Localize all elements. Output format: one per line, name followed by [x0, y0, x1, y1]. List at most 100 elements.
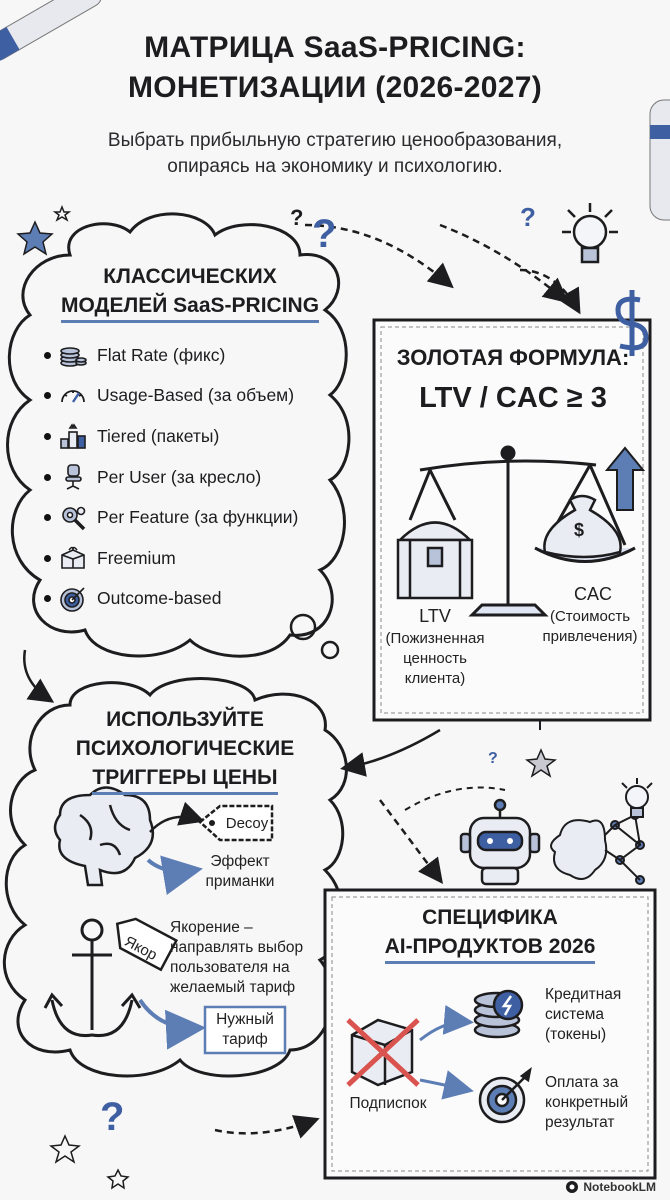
bullet: [44, 473, 51, 481]
page-title: МАТРИЦА SaaS-PRICING: МОНЕТИЗАЦИИ (2026-…: [40, 28, 630, 108]
triggers-heading: ИСПОЛЬЗУЙТЕ ПСИХОЛОГИЧЕСКИЕ ТРИГГЕРЫ ЦЕН…: [45, 705, 325, 795]
pricing-model-label: Tiered (пакеты): [97, 425, 220, 446]
credit-line-2: система: [545, 1006, 604, 1023]
question-mark-icon: ?: [290, 205, 304, 230]
models-heading: КЛАССИЧЕСКИХ МОДЕЛЕЙ SaaS-PRICING: [45, 262, 335, 323]
decoy-tag-label: Decoy: [225, 814, 269, 832]
pricing-model-label: Freemium: [97, 547, 176, 568]
bullet: [44, 554, 51, 562]
decoy-caption-line-1: Эффект: [210, 853, 270, 870]
bullet: [44, 432, 51, 440]
formula-equation: LTV / CAC ≥ 3: [419, 382, 607, 414]
formula-heading: ЗОЛОТАЯ ФОРМУЛА:: [396, 345, 630, 370]
speedometer-icon: [61, 390, 85, 403]
star-icon: [52, 204, 72, 222]
question-mark-icon: ?: [520, 202, 536, 232]
list-item: Freemium: [44, 538, 344, 579]
decoy-caption-line-2: приманки: [205, 873, 275, 890]
podium-tiers-icon: [60, 423, 86, 450]
ltv-desc-line-3: клиента): [404, 670, 466, 687]
star-icon: [49, 1134, 81, 1164]
ltv-desc-line-2: ценность: [403, 650, 467, 667]
cac-desc-line-2: привлечения): [542, 628, 638, 645]
bullet: [44, 514, 51, 522]
subtitle-line-2: опираясь на экономику и психологию.: [167, 156, 503, 177]
list-item: Outcome-based: [44, 579, 344, 620]
crossed-subscription-box: [346, 1018, 420, 1087]
models-heading-line-2: МОДЕЛЕЙ SaaS-PRICING: [60, 294, 320, 323]
result-target-icon: [478, 1067, 532, 1124]
ai-heading: СПЕЦИФИКА AI-ПРОДУКТОВ 2026: [335, 903, 645, 964]
result-line-1: Оплата за: [545, 1074, 619, 1091]
marker-pen-right: [649, 99, 670, 221]
outcome-payment-label: Оплата за конкретный результат: [545, 1073, 647, 1133]
title-line-2: МОНЕТИЗАЦИИ (2026-2027): [127, 71, 543, 104]
pricing-models-list: Flat Rate (фикс) Usage-Based (за объем) …: [44, 335, 344, 619]
list-item: Flat Rate (фикс): [44, 335, 344, 376]
target-plan-line-1: Нужный: [216, 1011, 274, 1028]
gift-box-icon: [61, 546, 85, 570]
credit-system-label: Кредитная система (токены): [545, 985, 645, 1045]
list-item: Tiered (пакеты): [44, 416, 344, 457]
brand-badge: NotebookLM: [565, 1180, 656, 1194]
subtitle-line-1: Выбрать прибыльную стратегию ценообразов…: [107, 130, 563, 151]
ltv-label: LTV: [419, 606, 451, 626]
question-mark-icon: ?: [312, 212, 337, 256]
credit-line-3: (токены): [545, 1026, 607, 1043]
list-item: Usage-Based (за объем): [44, 376, 344, 417]
pricing-model-label: Outcome-based: [97, 588, 222, 609]
star-icon: [16, 220, 54, 256]
triggers-heading-line-1: ИСПОЛЬЗУЙТЕ: [106, 708, 264, 731]
anchor-illustration: [43, 918, 142, 1038]
office-chair-icon: [65, 464, 82, 490]
treasure-chest-illustration: [396, 521, 474, 600]
bullet: [44, 351, 51, 359]
cac-desc-line-1: (Стоимость: [549, 608, 631, 625]
credit-line-1: Кредитная: [545, 986, 622, 1003]
brand-name: NotebookLM: [583, 1180, 656, 1194]
list-item: Per User (за кресло): [44, 457, 344, 498]
pricing-model-label: Per User (за кресло): [97, 466, 262, 487]
result-line-2: конкретный: [545, 1094, 629, 1111]
decoy-tag-shape: [198, 804, 274, 842]
cac-label: CAC: [573, 584, 612, 604]
anchor-tag-shape: [115, 917, 179, 972]
page-subtitle: Выбрать прибыльную стратегию ценообразов…: [60, 128, 610, 180]
question-mark-icon: ?: [488, 750, 498, 767]
dollar-sign-icon: [615, 290, 649, 356]
target-icon: [60, 587, 85, 612]
target-plan-box: [203, 1005, 287, 1055]
ai-heading-line-1: СПЕЦИФИКА: [422, 906, 558, 929]
triggers-heading-line-2: ПСИХОЛОГИЧЕСКИЕ: [75, 737, 295, 760]
lightbulb-icon: [562, 203, 618, 264]
ai-heading-line-2: AI-ПРОДУКТОВ 2026: [384, 935, 596, 964]
triggers-heading-line-3: ТРИГГЕРЫ ЦЕНЫ: [92, 766, 278, 795]
gear-wrench-icon: [62, 506, 86, 530]
anchor-text-line-2: направлять выбор: [170, 939, 304, 956]
list-item: Per Feature (за функции): [44, 497, 344, 538]
token-coins-icon: [473, 989, 524, 1039]
brain-illustration: [53, 786, 155, 887]
question-mark-icon: ?: [100, 1095, 125, 1139]
money-bag-illustration: [543, 494, 622, 559]
anchor-text-line-3: пользователя на: [170, 959, 290, 976]
target-plan-line-2: тариф: [222, 1031, 268, 1048]
lightbulb-icon: [621, 778, 653, 818]
marker-pen-top-left: [0, 0, 103, 65]
subscription-label: Подписпок: [349, 1095, 427, 1112]
pricing-model-label: Flat Rate (фикс): [97, 344, 226, 365]
growth-arrow-icon: [604, 446, 646, 511]
ltv-desc-line-1: (Пожизненная: [385, 630, 485, 647]
target-plan-label: Нужный тариф: [205, 1010, 285, 1050]
pricing-model-label: Per Feature (за функции): [97, 507, 299, 528]
robot-illustration: [459, 798, 541, 886]
brand-logo-icon: [566, 1181, 579, 1193]
cloud-models-outline: [6, 212, 351, 658]
decoy-caption: Эффект приманки: [185, 852, 295, 892]
pricing-model-label: Usage-Based (за объем): [97, 385, 295, 406]
cloud-triggers-outline: [2, 677, 348, 1078]
anchor-text-line-1: Якорение –: [170, 919, 253, 936]
title-line-1: МАТРИЦА SaaS-PRICING:: [144, 31, 526, 64]
cac-description: (Стоимость привлечения): [533, 607, 647, 647]
